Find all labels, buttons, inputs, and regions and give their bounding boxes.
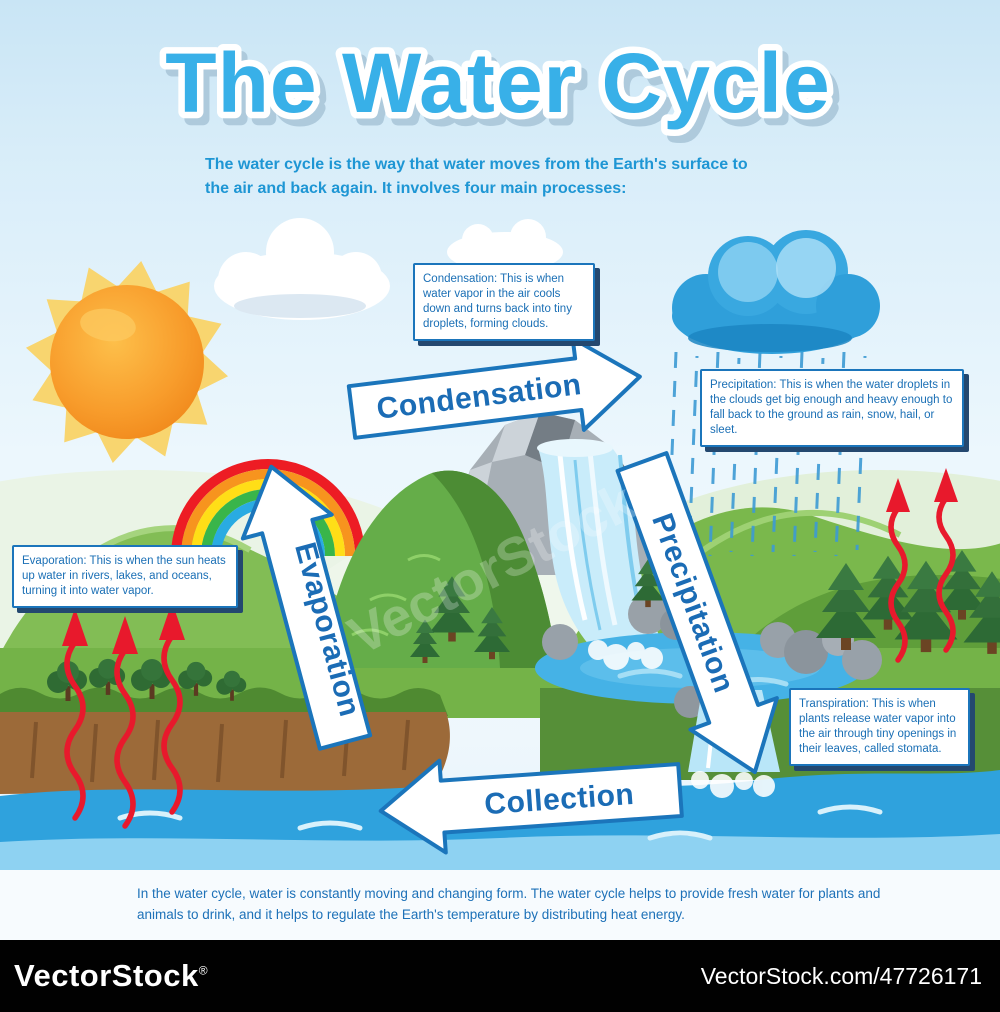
- cloud-small-icon: [447, 219, 563, 272]
- sun-icon: [25, 260, 229, 464]
- title-block: The Water Cycle The Water Cycle: [159, 30, 842, 144]
- cloud-icon: [214, 218, 390, 320]
- intro-line-2: the air and back again. It involves four…: [205, 180, 627, 197]
- evaporation-arrow: [240, 464, 373, 751]
- transpiration-arrows-icon: [886, 468, 958, 663]
- precipitation-arrow: [615, 451, 779, 775]
- footer-text-line-1: In the water cycle, water is constantly …: [137, 886, 881, 901]
- precipitation-callout: Precipitation: This is when the water dr…: [700, 369, 964, 447]
- footer-text-line-2: animals to drink, and it helps to regula…: [137, 906, 685, 922]
- vectorstock-id: VectorStock.com/47726171: [700, 962, 982, 989]
- condensation-arrow: [346, 336, 642, 440]
- registered-mark-icon: ®: [198, 963, 209, 978]
- rain-cloud-icon: [672, 230, 880, 354]
- transpiration-callout: Transpiration: This is when plants relea…: [789, 688, 970, 766]
- condensation-callout: Condensation: This is when water vapor i…: [413, 263, 595, 341]
- page-title-shadow: The Water Cycle: [171, 43, 836, 137]
- watermark-bar: VectorStock® VectorStock.com/47726171: [0, 940, 1000, 1012]
- foam: [588, 640, 663, 670]
- collection-arrow: [378, 758, 684, 855]
- intro-line-1: The water cycle is the way that water mo…: [205, 156, 748, 173]
- intro-text: The water cycle is the way that water mo…: [205, 153, 748, 201]
- page-title: The Water Cycle: [165, 36, 830, 130]
- evaporation-arrows-icon: [62, 602, 185, 829]
- footer-band: In the water cycle, water is constantly …: [0, 870, 1000, 940]
- vectorstock-logo: VectorStock®: [14, 958, 208, 994]
- foam-lower: [691, 771, 775, 798]
- evaporation-callout: Evaporation: This is when the sun heats …: [12, 545, 238, 608]
- vectorstock-logo-text: VectorStock: [14, 958, 199, 993]
